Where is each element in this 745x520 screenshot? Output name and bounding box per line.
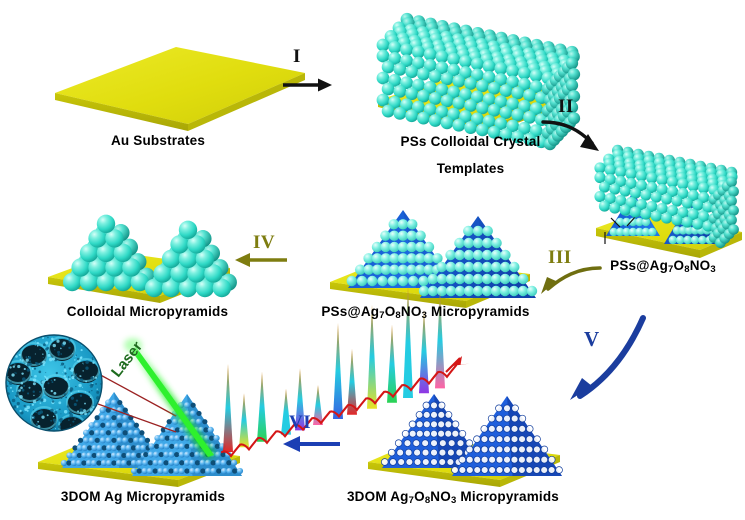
label-pss-ag-block-mid1: O [674, 258, 685, 273]
label-dom-oxide-post: Micropyramids [456, 489, 559, 504]
step-numeral-5: V [584, 327, 600, 352]
step-numeral-1: I [293, 46, 301, 68]
label-pss-ag-pyr-mid1: O [385, 304, 396, 319]
label-pss-ag-block-mid2: NO [690, 258, 711, 273]
label-dom-ag-oxide-micropyramids: 3DOM Ag7O8NO3 Micropyramids [313, 489, 593, 506]
label-pss-ag-pyr-post: Micropyramids [427, 304, 530, 319]
ps-colloidal-crystal-block [377, 13, 581, 150]
label-ps-templates-line2: Templates [368, 161, 573, 176]
label-dom-oxide-pre: 3DOM Ag [347, 489, 409, 504]
label-pss-ag-block-pre: PSs@Ag [610, 258, 668, 273]
label-ps-templates-line1: PSs Colloidal Crystal [368, 134, 573, 149]
sub-3: 3 [710, 264, 715, 275]
arrow-step-5 [570, 318, 643, 400]
label-pss-ag-block: PSs@Ag7O8NO3 [583, 258, 743, 275]
au-substrate-plate [55, 47, 305, 131]
dom-ag-oxide-micropyramids [381, 394, 562, 476]
label-colloidal-micropyramids: Colloidal Micropyramids [30, 304, 265, 319]
colloidal-micropyramids [63, 215, 237, 298]
label-dom-ag-micropyramids: 3DOM Ag Micropyramids [28, 489, 258, 504]
step-numeral-2: II [558, 96, 574, 118]
label-pss-ag-pyr-mid2: NO [401, 304, 422, 319]
step-numeral-6: VI [289, 412, 311, 434]
step-numeral-4: IV [253, 232, 275, 254]
pss-ag-micropyramids [347, 210, 538, 298]
label-dom-oxide-mid2: NO [430, 489, 451, 504]
step-numeral-3: III [548, 247, 572, 269]
label-au-substrates: Au Substrates [78, 133, 238, 148]
label-dom-oxide-mid1: O [414, 489, 425, 504]
label-pss-ag-micropyramids: PSs@Ag7O8NO3 Micropyramids [288, 304, 563, 321]
arrow-step-6 [283, 436, 340, 452]
arrow-step-4 [235, 253, 287, 267]
label-pss-ag-pyr-pre: PSs@Ag [321, 304, 379, 319]
